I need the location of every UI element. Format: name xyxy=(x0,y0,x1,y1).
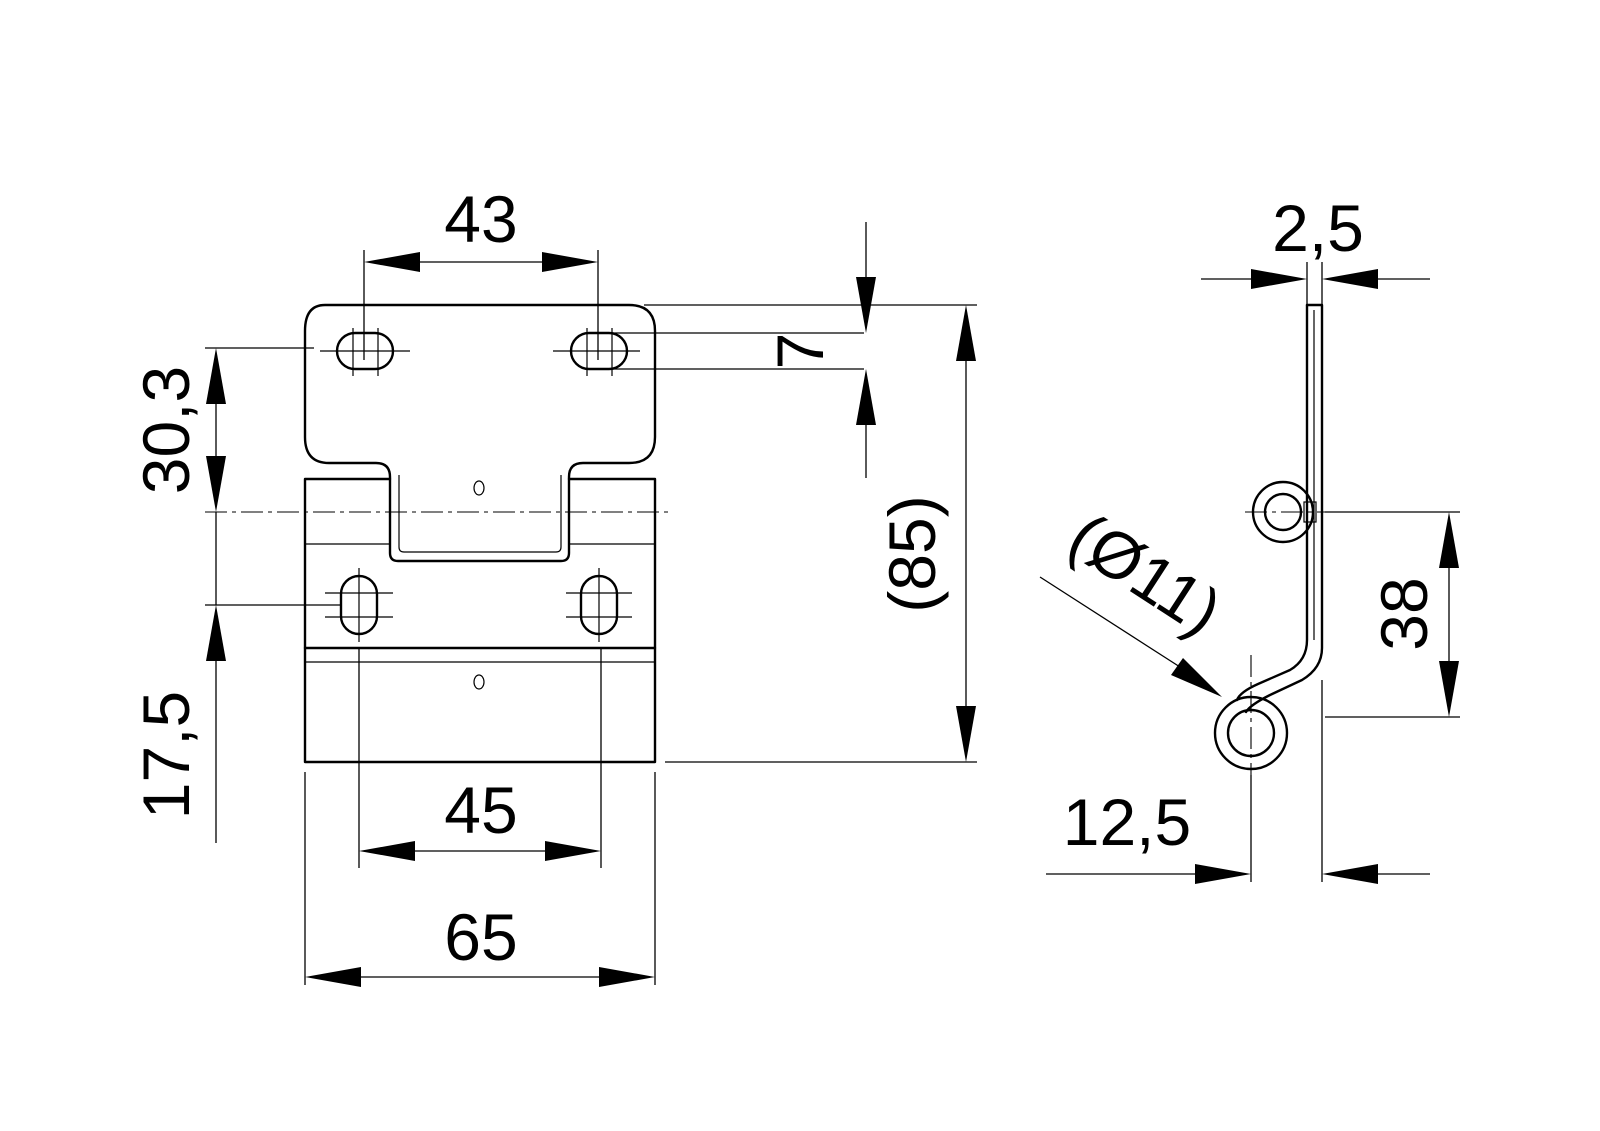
rivet-hole-top xyxy=(473,480,485,496)
rivet-hole-bottom xyxy=(473,674,485,690)
dim-45: 45 xyxy=(358,648,602,868)
dim-38-label: 38 xyxy=(1367,577,1441,650)
slot-center-marks xyxy=(320,328,640,642)
upper-leaf-outline xyxy=(303,303,657,563)
dim-43-label: 43 xyxy=(444,182,517,256)
dim-2-5: 2,5 xyxy=(1201,191,1430,305)
upper-knuckle-clip xyxy=(1303,501,1317,523)
dim-85-label: (85) xyxy=(875,495,949,612)
dim-65: 65 xyxy=(304,772,656,987)
dim-85: (85) xyxy=(644,304,977,763)
side-view xyxy=(1213,303,1345,775)
tongue-inner-line xyxy=(398,475,562,553)
side-plate-inner xyxy=(1235,303,1309,702)
dim-45-label: 45 xyxy=(444,773,517,847)
dim-7-label: 7 xyxy=(763,333,837,370)
dim-2-5-label: 2,5 xyxy=(1272,191,1364,265)
side-plate-outline xyxy=(1244,303,1324,714)
dim-12-5-label: 12,5 xyxy=(1063,785,1191,859)
dim-diameter-11-label: (Ø11) xyxy=(1057,498,1235,649)
front-view xyxy=(205,303,670,764)
dim-38: 38 xyxy=(1325,511,1460,718)
dim-7: 7 xyxy=(611,222,876,478)
dim-65-label: 65 xyxy=(444,900,517,974)
dim-43: 43 xyxy=(363,182,599,360)
dim-30-3-label: 30,3 xyxy=(129,366,203,494)
dim-diameter-11: (Ø11) xyxy=(1039,498,1235,697)
dim-30-3: 30,3 xyxy=(129,347,314,512)
lower-leaf-outline xyxy=(303,477,657,764)
dim-17-5-label: 17,5 xyxy=(129,691,203,819)
dim-12-5: 12,5 xyxy=(1046,680,1430,884)
dim-17-5: 17,5 xyxy=(129,512,341,843)
